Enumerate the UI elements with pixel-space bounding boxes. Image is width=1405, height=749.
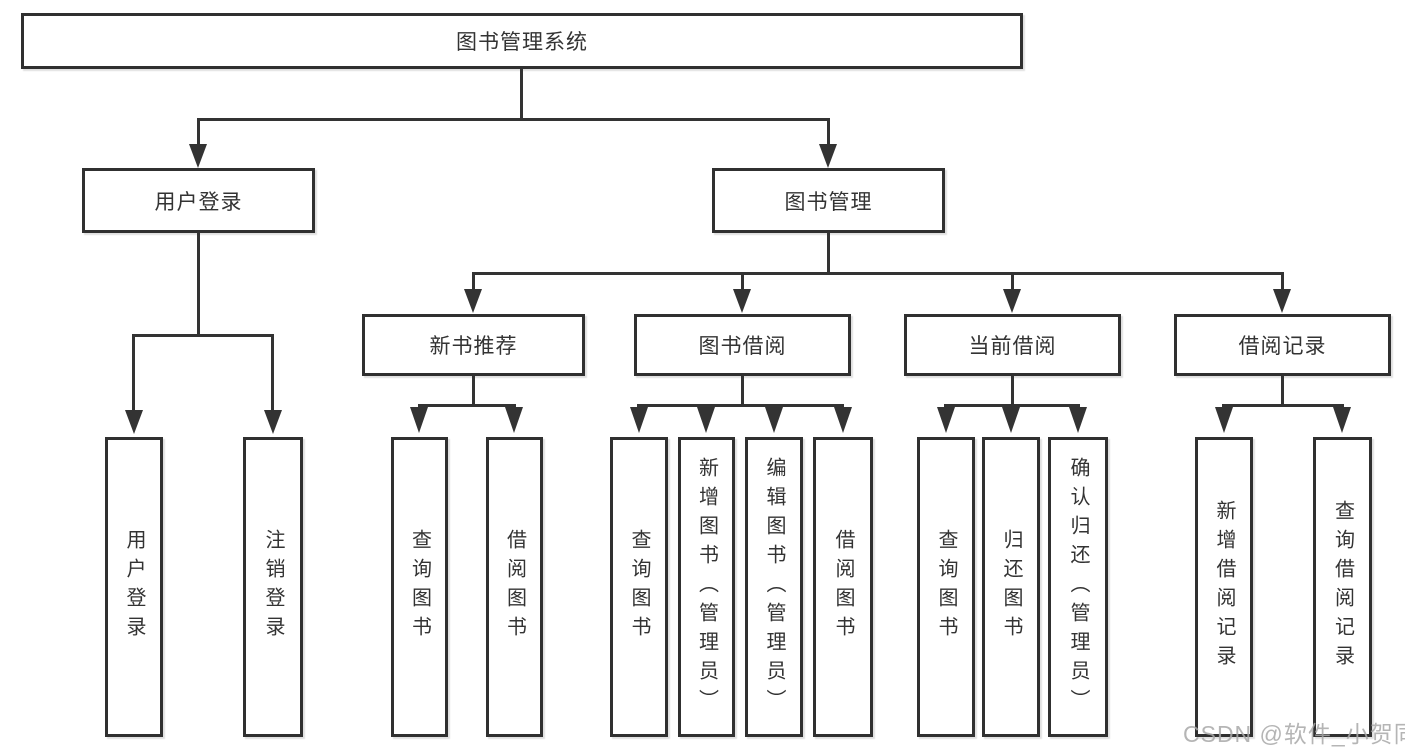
- node-label: 图书借阅: [698, 335, 787, 358]
- node-leaf-add-borrow-record: 新增借阅记录: [1195, 437, 1253, 737]
- arrowhead: [1069, 407, 1087, 433]
- node-leaf-borrow-books-2: 借阅图书: [813, 437, 873, 737]
- node-book-borrowing: 图书借阅: [634, 314, 851, 376]
- arrowhead: [697, 407, 715, 433]
- node-label: 编辑图书（管理员）: [763, 456, 785, 718]
- connector-stem: [827, 118, 830, 148]
- arrowhead: [464, 289, 482, 313]
- arrowhead: [264, 410, 282, 434]
- connector-stem: [741, 272, 744, 291]
- node-label: 查询图书: [628, 529, 650, 645]
- node-new-book-recommend: 新书推荐: [362, 314, 585, 376]
- node-leaf-confirm-return-admin: 确认归还（管理员）: [1048, 437, 1108, 737]
- node-leaf-borrow-books-1: 借阅图书: [486, 437, 543, 737]
- node-label: 当前借阅: [968, 335, 1057, 358]
- arrowhead: [1273, 289, 1291, 313]
- node-leaf-query-books-3: 查询图书: [917, 437, 975, 737]
- connector-newbook-h: [418, 404, 516, 407]
- arrowhead: [630, 407, 648, 433]
- node-leaf-logout: 注销登录: [243, 437, 303, 737]
- node-label: 图书管理系统: [456, 31, 588, 54]
- node-label: 查询借阅记录: [1331, 500, 1354, 674]
- node-label: 归还图书: [1000, 529, 1022, 645]
- arrowhead: [733, 289, 751, 313]
- connector-records-h: [1222, 404, 1344, 407]
- node-leaf-query-books-2: 查询图书: [610, 437, 668, 737]
- arrowhead: [1215, 407, 1233, 433]
- node-leaf-user-login: 用户登录: [105, 437, 163, 737]
- node-label: 查询图书: [935, 529, 957, 645]
- node-label: 图书管理: [784, 190, 873, 214]
- node-label: 借阅图书: [832, 529, 854, 645]
- connector-currentborrow-h: [944, 404, 1080, 407]
- arrowhead: [765, 407, 783, 433]
- node-label: 新书推荐: [429, 335, 518, 358]
- node-borrowing-records: 借阅记录: [1174, 314, 1391, 376]
- connector-stem: [472, 272, 475, 291]
- node-label: 确认归还（管理员）: [1067, 456, 1089, 718]
- csdn-watermark: CSDN @软件_小贺同学: [1183, 721, 1405, 747]
- arrowhead: [125, 410, 143, 434]
- connector-bookborrow-v: [741, 376, 744, 407]
- arrowhead: [189, 144, 207, 168]
- node-label: 查询图书: [408, 529, 431, 645]
- node-label: 用户登录: [123, 529, 145, 645]
- connector-userlogin-v: [197, 232, 200, 336]
- connector-root-h: [197, 118, 830, 121]
- node-leaf-add-books-admin: 新增图书（管理员）: [678, 437, 735, 737]
- node-leaf-edit-books-admin: 编辑图书（管理员）: [745, 437, 803, 737]
- arrowhead: [410, 407, 428, 433]
- node-current-borrowing: 当前借阅: [904, 314, 1121, 376]
- node-label: 新增借阅记录: [1213, 500, 1235, 674]
- arrowhead: [834, 407, 852, 433]
- connector-root-v: [520, 69, 523, 121]
- connector-userlogin-h: [132, 334, 274, 337]
- arrowhead: [1002, 407, 1020, 433]
- arrowhead: [937, 407, 955, 433]
- arrowhead: [1003, 289, 1021, 313]
- connector-bookmgmt-v: [827, 232, 830, 274]
- connector-stem: [271, 334, 274, 412]
- node-label: 借阅记录: [1238, 335, 1327, 358]
- connector-records-v: [1281, 376, 1284, 407]
- node-leaf-query-books-1: 查询图书: [391, 437, 448, 737]
- node-label: 注销登录: [262, 529, 284, 645]
- connector-stem: [197, 118, 200, 148]
- arrowhead: [1333, 407, 1351, 433]
- connector-stem: [1281, 272, 1284, 291]
- arrowhead: [505, 407, 523, 433]
- node-book-management: 图书管理: [712, 168, 945, 233]
- node-leaf-return-books: 归还图书: [982, 437, 1040, 737]
- connector-newbook-v: [472, 376, 475, 407]
- connector-currentborrow-v: [1011, 376, 1014, 407]
- node-library-system: 图书管理系统: [21, 13, 1023, 69]
- connector-bookmgmt-h: [472, 272, 1284, 275]
- connector-bookborrow-h: [637, 404, 844, 407]
- node-label: 新增图书（管理员）: [695, 456, 718, 718]
- node-leaf-query-borrow-record: 查询借阅记录: [1313, 437, 1372, 737]
- connector-stem: [1011, 272, 1014, 291]
- node-user-login: 用户登录: [82, 168, 315, 233]
- node-label: 用户登录: [154, 190, 243, 214]
- connector-stem: [132, 334, 135, 412]
- arrowhead: [819, 144, 837, 168]
- node-label: 借阅图书: [503, 529, 526, 645]
